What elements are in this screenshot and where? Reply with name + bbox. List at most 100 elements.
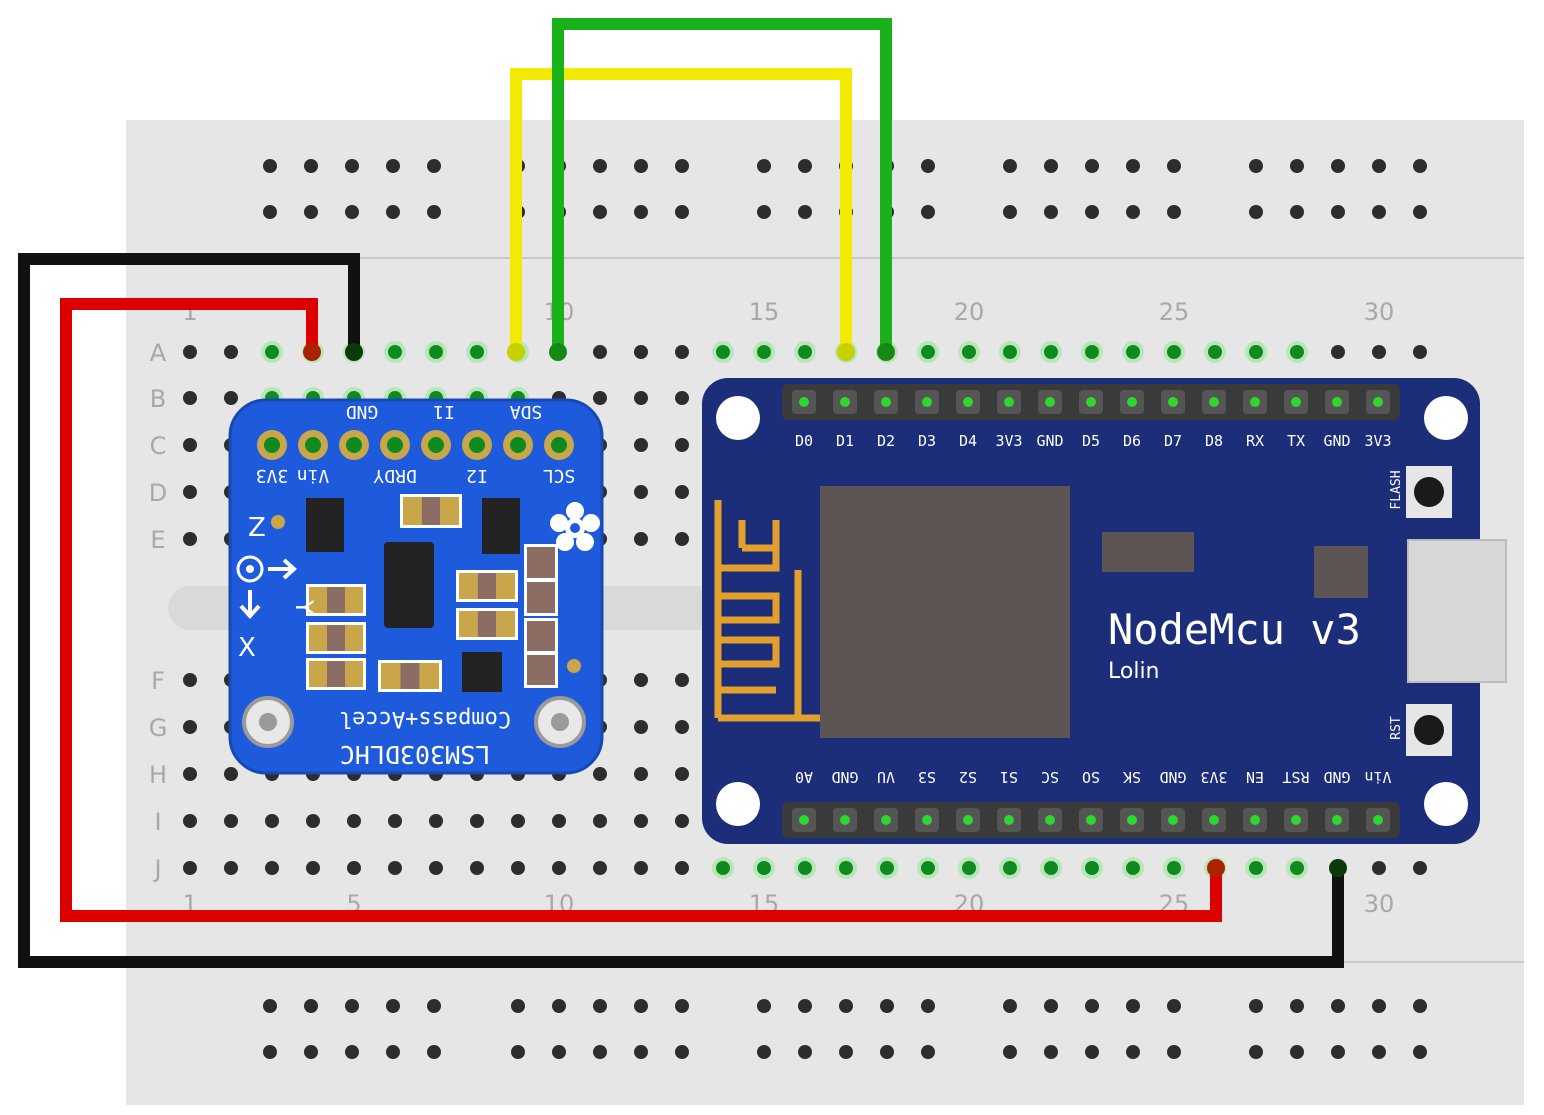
nodemcu-pin-hole [963, 397, 973, 407]
sensor-pin-hole [305, 437, 321, 453]
nodemcu-name: NodeMcu v3 [1108, 605, 1361, 654]
terminal-hole [798, 861, 812, 875]
nodemcu-top-pin-label: GND [1036, 432, 1063, 450]
terminal-hole [634, 767, 648, 781]
terminal-hole [1126, 345, 1140, 359]
rail-hole [1331, 999, 1345, 1013]
terminal-hole [1208, 345, 1222, 359]
rail-hole [552, 999, 566, 1013]
nodemcu-top-pin-label: D2 [877, 432, 895, 450]
sensor-component [421, 497, 441, 525]
sda-wire-end-right [837, 343, 855, 361]
rail-hole [1249, 1045, 1263, 1059]
row-letter: G [149, 714, 168, 742]
terminal-hole [593, 814, 607, 828]
rail-hole [1331, 159, 1345, 173]
terminal-hole [224, 767, 238, 781]
sda-wire-end-left [507, 343, 525, 361]
rail-hole [1372, 205, 1386, 219]
terminal-hole [224, 861, 238, 875]
terminal-hole [265, 345, 279, 359]
sensor-component [403, 497, 422, 525]
rail-hole [634, 999, 648, 1013]
terminal-hole [962, 861, 976, 875]
nodemcu-pin-hole [1004, 397, 1014, 407]
nodemcu-mount-hole-bl [716, 782, 760, 826]
rail-hole [345, 205, 359, 219]
terminal-hole [183, 532, 197, 546]
rail-hole [798, 999, 812, 1013]
terminal-hole [757, 861, 771, 875]
esp-module-shield [820, 486, 1070, 738]
rail-hole [1085, 1045, 1099, 1059]
flash-label: FLASH [1389, 470, 1404, 509]
sensor-pin-hole [551, 437, 567, 453]
nodemcu-pin-hole [1086, 397, 1096, 407]
nodemcu-bottom-pin-label: 3V3 [1200, 768, 1227, 786]
rail-hole [511, 1045, 525, 1059]
rail-hole [798, 205, 812, 219]
rail-hole [263, 1045, 277, 1059]
rail-hole [1085, 999, 1099, 1013]
terminal-hole [1331, 345, 1345, 359]
terminal-hole [552, 814, 566, 828]
row-letter: F [151, 667, 165, 695]
row-letter: J [152, 855, 161, 883]
terminal-hole [388, 861, 402, 875]
sensor-passive-components [306, 494, 558, 692]
sensor-pin-hole [387, 437, 403, 453]
rail-hole [263, 205, 277, 219]
terminal-hole [634, 720, 648, 734]
rail-hole [427, 205, 441, 219]
rail-hole [263, 999, 277, 1013]
nodemcu-mount-hole-br [1424, 782, 1468, 826]
nodemcu-top-pin-label: TX [1287, 432, 1305, 450]
nodemcu-top-pin-label: 3V3 [995, 432, 1022, 450]
rail-hole [675, 159, 689, 173]
sensor-title: LSM303DLHC [340, 740, 491, 769]
terminal-hole [634, 345, 648, 359]
nodemcu-pin-hole [1332, 815, 1342, 825]
nodemcu-pin-hole [1045, 397, 1055, 407]
rail-hole [427, 159, 441, 173]
terminal-hole [388, 345, 402, 359]
sda-wire [510, 68, 852, 352]
rail-hole [593, 159, 607, 173]
nodemcu-top-pin-label: D6 [1123, 432, 1141, 450]
sensor-pin-label: 3V3 [256, 465, 289, 486]
terminal-hole [306, 814, 320, 828]
row-letter: A [150, 339, 167, 367]
rail-hole [263, 159, 277, 173]
power-wire-end-bottom [1207, 859, 1225, 877]
nodemcu-bottom-pin-label: S3 [918, 768, 936, 786]
sensor-component [496, 611, 515, 637]
row-letter: I [154, 808, 161, 836]
terminal-hole [183, 438, 197, 452]
terminal-hole [183, 485, 197, 499]
rst-button-cap[interactable] [1414, 715, 1444, 745]
terminal-hole [593, 391, 607, 405]
rail-hole [427, 999, 441, 1013]
rail-hole [593, 205, 607, 219]
terminal-hole [634, 814, 648, 828]
sensor-pin-headers [257, 430, 574, 460]
terminal-hole [675, 673, 689, 687]
rail-hole [1413, 205, 1427, 219]
flash-button-cap[interactable] [1414, 477, 1444, 507]
sensor-transistor [482, 498, 520, 554]
rail-hole [1331, 1045, 1345, 1059]
usb-port [1407, 539, 1507, 683]
nodemcu-chip-2 [1314, 546, 1368, 598]
terminal-hole [265, 814, 279, 828]
nodemcu-top-pin-label: D1 [836, 432, 854, 450]
terminal-hole [183, 814, 197, 828]
rail-hole [757, 159, 771, 173]
nodemcu-bottom-pin-label: A0 [795, 768, 813, 786]
axis-z-symbol [236, 555, 264, 583]
rail-hole [1372, 999, 1386, 1013]
terminal-hole [716, 345, 730, 359]
nodemcu-pin-hole [840, 815, 850, 825]
nodemcu-pin-hole [1332, 397, 1342, 407]
terminal-hole [1167, 861, 1181, 875]
row-letter: D [149, 479, 167, 507]
